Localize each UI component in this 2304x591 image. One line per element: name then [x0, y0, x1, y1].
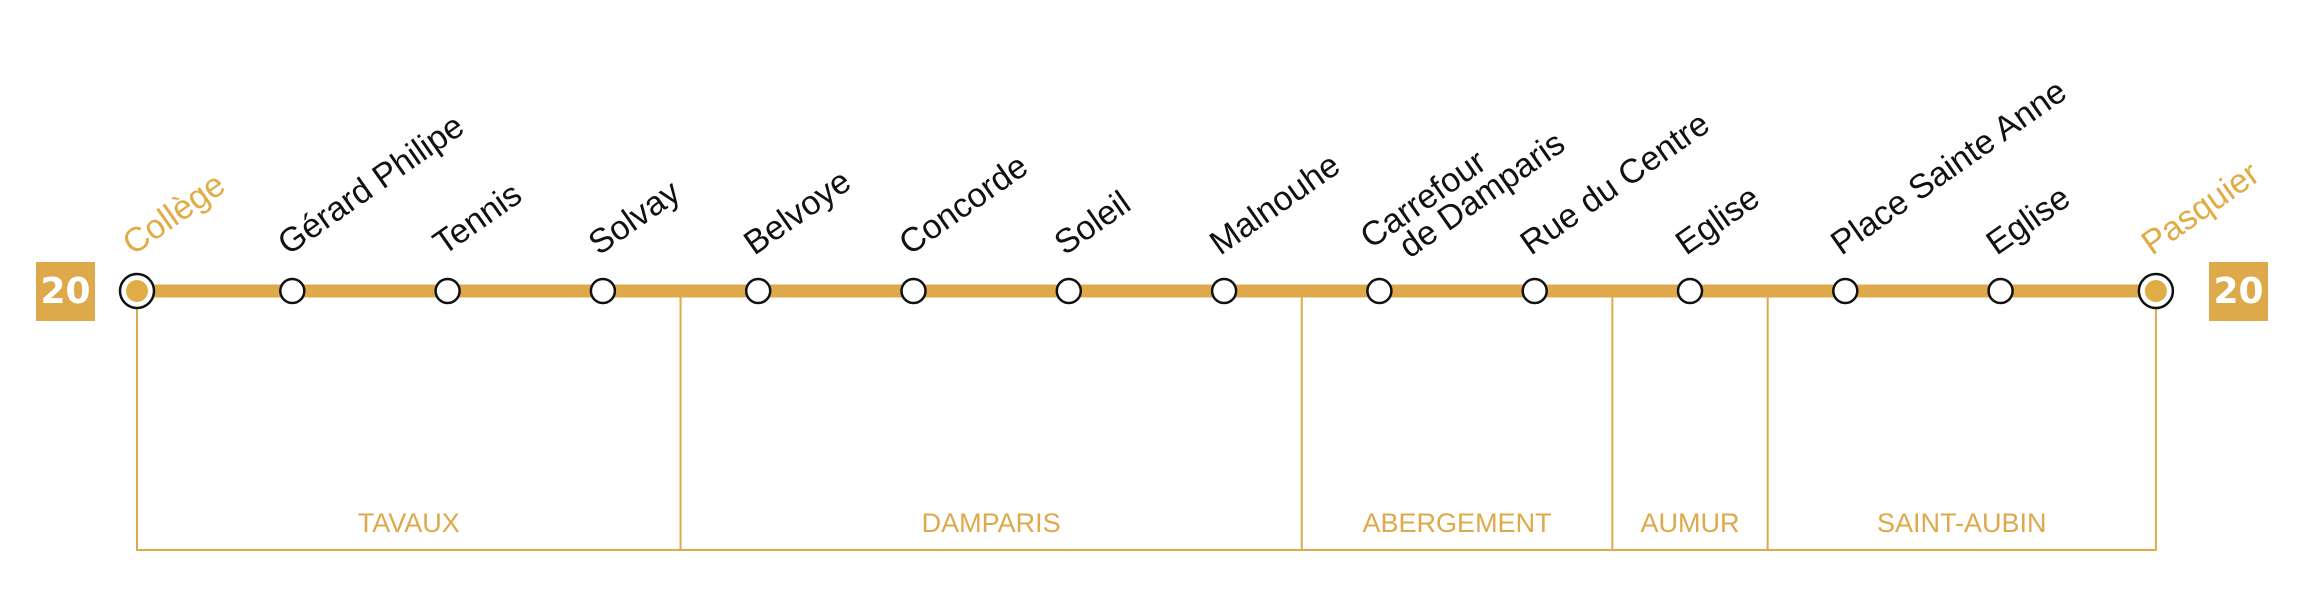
- stop-marker: [279, 277, 306, 305]
- terminus-stop: [2137, 272, 2175, 310]
- stop-label: Solvay: [582, 173, 687, 263]
- stop-marker: [1832, 277, 1859, 305]
- stop-label: Pasquier: [2135, 154, 2267, 262]
- stop-dot: [900, 277, 927, 305]
- stop-label: Malnouhe: [1203, 146, 1347, 263]
- stop-label: Tennis: [426, 175, 528, 262]
- stop-marker: [1366, 277, 1393, 305]
- commune-frame: [136, 297, 2157, 551]
- stop-label: Concorde: [892, 147, 1035, 263]
- stop-label: Eglise: [1979, 178, 2077, 262]
- stop-dot: [1210, 277, 1238, 305]
- commune-boxes: TAVAUX DAMPARIS ABERGEMENT AUMUR SAINT-AUBIN: [136, 297, 2157, 551]
- stop-marker: [589, 277, 617, 305]
- line-number-badge-right: 20: [2209, 262, 2268, 321]
- terminus-stop: [118, 272, 156, 310]
- commune-label: SAINT-AUBIN: [1877, 508, 2047, 538]
- commune-label: AUMUR: [1641, 508, 1740, 538]
- stop-dot: [1366, 277, 1393, 305]
- stop-marker: [1521, 277, 1548, 305]
- terminus-dot: [2144, 280, 2167, 302]
- stop-marker: [1987, 277, 2014, 305]
- stop-dot: [1055, 277, 1083, 305]
- stop-label: Eglise: [1669, 178, 1767, 262]
- commune-label: TAVAUX: [358, 508, 460, 538]
- stop-dot: [744, 277, 772, 305]
- stop-marker: [900, 277, 927, 305]
- commune-label: ABERGEMENT: [1363, 508, 1552, 538]
- stop-marker: [1676, 277, 1704, 305]
- stop-dot: [1987, 277, 2014, 305]
- stop-dot: [1832, 277, 1859, 305]
- stop-dot: [1521, 277, 1548, 305]
- stop-marker: [1210, 277, 1238, 305]
- stop-label: Soleil: [1048, 184, 1138, 263]
- stop-dot: [434, 277, 461, 305]
- stop-marker: [744, 277, 772, 305]
- stop-marker: [434, 277, 461, 305]
- stop-dot: [589, 277, 617, 305]
- stop-label: Belvoye: [737, 162, 858, 263]
- terminus-dot: [126, 280, 148, 302]
- stop-dot: [1676, 277, 1704, 305]
- stop-dot: [279, 277, 306, 305]
- commune-label: DAMPARIS: [922, 508, 1061, 538]
- line-number-badge-left: 20: [36, 262, 95, 321]
- stop-label: Collège: [116, 165, 232, 262]
- stop-marker: [1055, 277, 1083, 305]
